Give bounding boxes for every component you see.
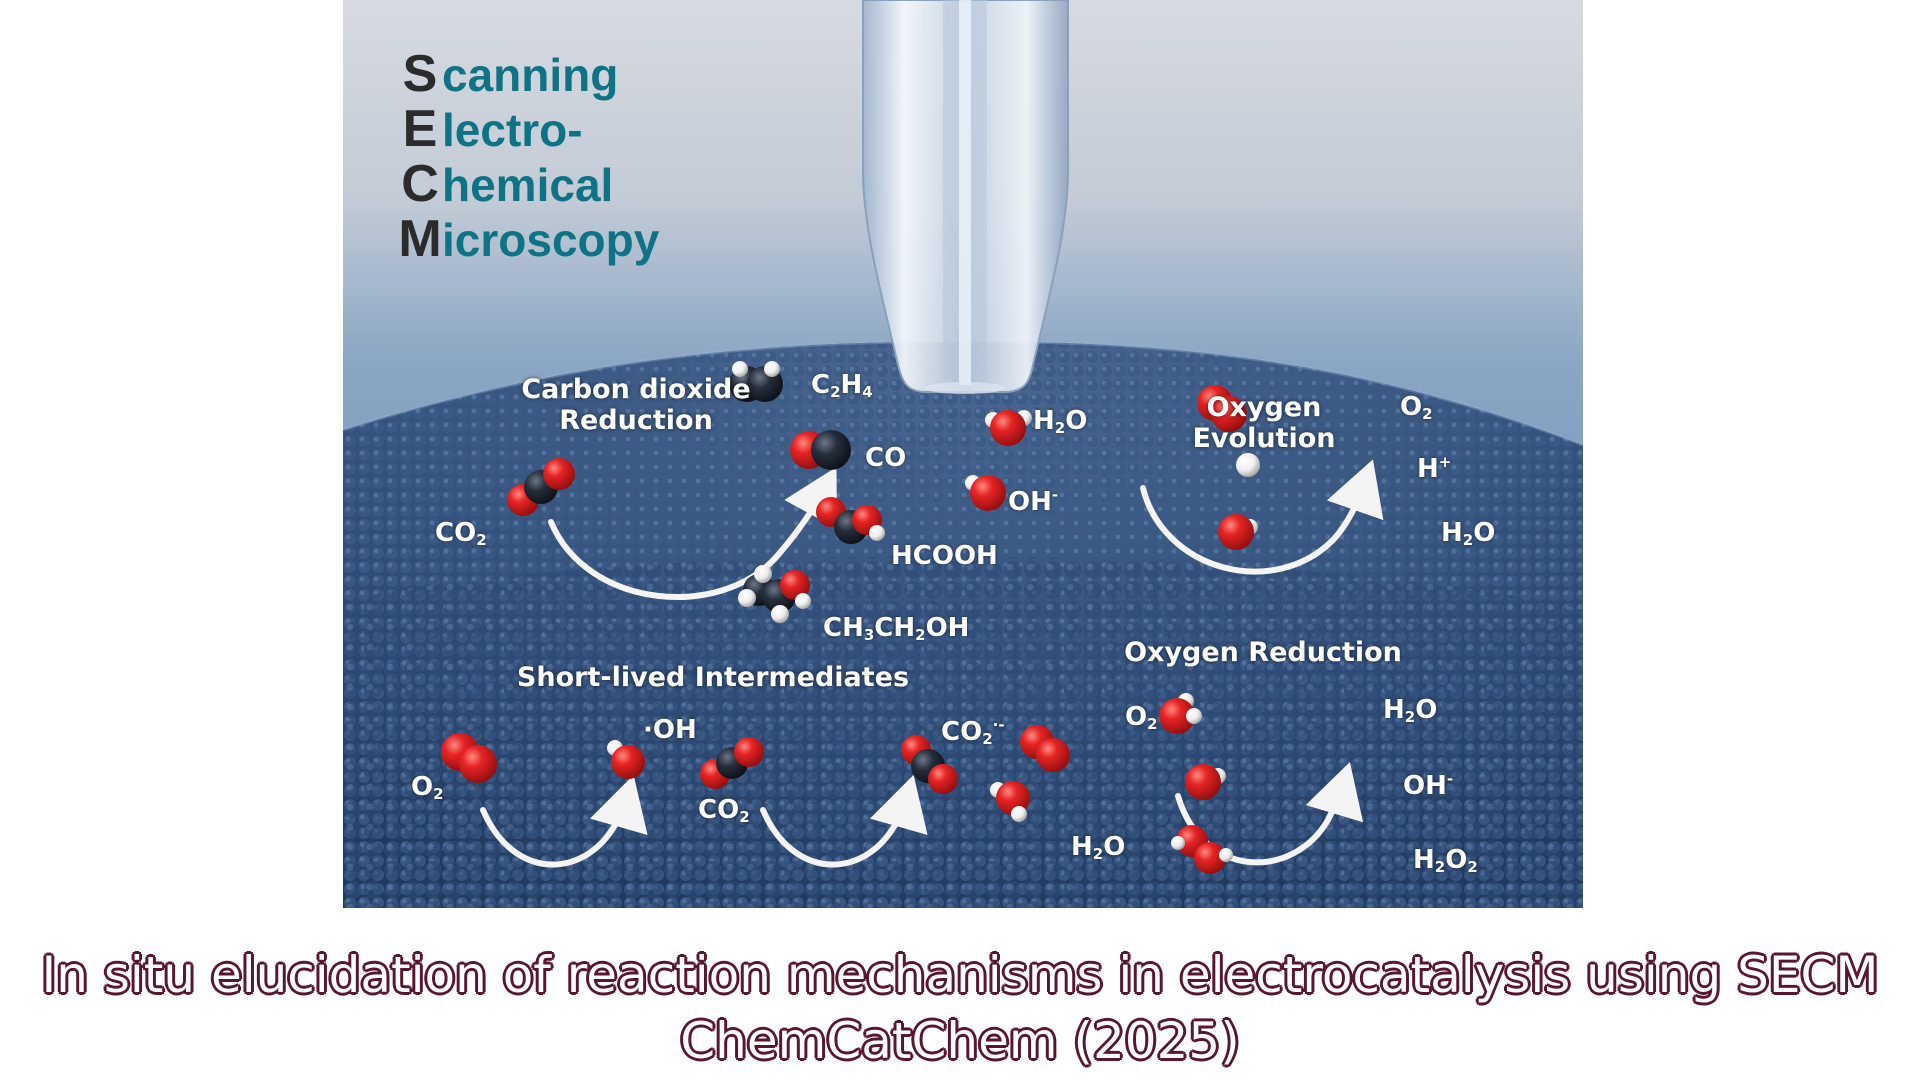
secm-word-scanning: canning (442, 49, 618, 101)
secm-probe-tip (863, 0, 1068, 394)
secm-word-electro: lectro- (442, 104, 583, 156)
label-oh-radical: ·OH (643, 717, 697, 743)
secm-initial-c: C (398, 158, 442, 210)
caption-title: In situ elucidation of reaction mechanis… (0, 950, 1920, 1000)
label-o2-orr: O2 (1125, 704, 1158, 732)
molecule-co (790, 430, 851, 470)
heading-co2-reduction: Carbon dioxide Reduction (481, 374, 791, 436)
label-oh-minus-orr: OH- (1403, 772, 1453, 799)
label-h2o-orr-in: H2O (1071, 834, 1125, 862)
label-co2-radical-anion: CO2·- (941, 718, 1005, 747)
heading-co2-reduction-line1: Carbon dioxide (481, 374, 791, 405)
label-h2o-oer-in: H2O (1033, 408, 1087, 436)
heading-oxygen-reduction: Oxygen Reduction (1103, 637, 1423, 668)
secm-initial-e: E (398, 103, 442, 155)
label-h2o-orr-out: H2O (1383, 697, 1437, 725)
heading-co2-reduction-line2: Reduction (481, 405, 791, 436)
label-h-plus: H+ (1417, 455, 1451, 482)
label-co: CO (865, 445, 906, 471)
label-o2-oer-out: O2 (1400, 394, 1433, 422)
label-co2-reactant: CO2 (435, 520, 487, 548)
secm-initial-m: M (398, 213, 442, 265)
heading-short-lived: Short-lived Intermediates (513, 662, 913, 693)
secm-row-chemical: Chemical (398, 158, 613, 210)
label-h2o2: H2O2 (1413, 847, 1478, 875)
secm-initial-s: S (398, 48, 442, 100)
atom-h-plus (1236, 453, 1260, 477)
label-hcooh: HCOOH (891, 543, 998, 569)
secm-word-microscopy: icroscopy (442, 214, 659, 266)
secm-row-microscopy: Microscopy (398, 213, 659, 265)
heading-oxygen-evolution: Oxygen Evolution (1169, 392, 1359, 454)
label-co2-short-lived: CO2 (698, 797, 750, 825)
caption-journal: ChemCatChem (2025) (0, 1016, 1920, 1066)
label-o2-short-lived: O2 (411, 774, 444, 802)
label-c2h4: C2H4 (811, 372, 873, 400)
heading-oxygen-evolution-line1: Oxygen (1169, 392, 1359, 423)
label-ethanol: CH3CH2OH (823, 615, 969, 643)
secm-word-chemical: hemical (442, 159, 613, 211)
heading-oxygen-evolution-line2: Evolution (1169, 423, 1359, 454)
label-h2o-oer-out: H2O (1441, 520, 1495, 548)
label-oh-oer-in: OH- (1008, 488, 1058, 515)
